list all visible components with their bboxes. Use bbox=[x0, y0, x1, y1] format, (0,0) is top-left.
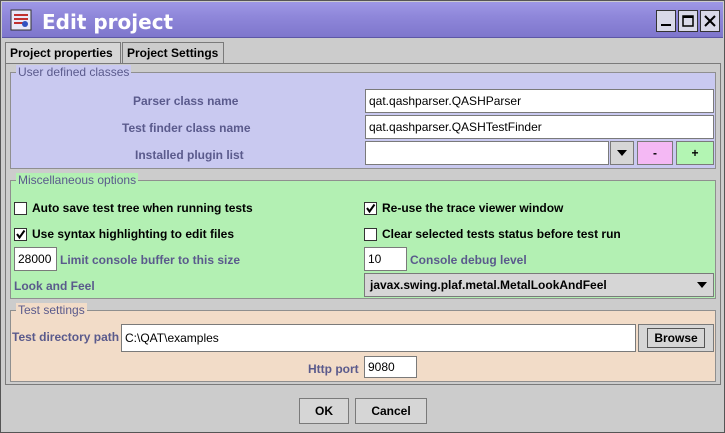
reuse-trace-checkbox[interactable]: Re-use the trace viewer window bbox=[364, 201, 563, 215]
auto-save-checkbox-box[interactable] bbox=[14, 201, 27, 215]
syntax-highlighting-checkbox-box[interactable] bbox=[14, 227, 27, 241]
console-buffer-input[interactable]: 28000 bbox=[14, 247, 57, 271]
parser-class-input[interactable]: qat.qashparser.QASHParser bbox=[365, 89, 714, 113]
look-and-feel-label: Look and Feel bbox=[14, 279, 95, 293]
console-buffer-label: Limit console buffer to this size bbox=[60, 253, 241, 267]
parser-class-label: Parser class name bbox=[133, 94, 239, 108]
maximize-button[interactable] bbox=[678, 10, 698, 32]
clear-status-checkbox-box[interactable] bbox=[364, 227, 377, 241]
title-bar[interactable]: Edit project bbox=[2, 2, 723, 38]
chevron-down-icon bbox=[697, 282, 707, 288]
ok-button[interactable]: OK bbox=[299, 398, 349, 424]
look-and-feel-combo[interactable]: javax.swing.plaf.metal.MetalLookAndFeel bbox=[364, 273, 714, 297]
maximize-icon bbox=[682, 15, 694, 27]
syntax-highlighting-checkbox[interactable]: Use syntax highlighting to edit files bbox=[14, 227, 234, 241]
test-settings-legend: Test settings bbox=[16, 303, 87, 317]
auto-save-label: Auto save test tree when running tests bbox=[32, 201, 253, 215]
minimize-button[interactable] bbox=[656, 10, 676, 32]
browse-button-label: Browse bbox=[647, 328, 705, 348]
user-defined-classes-group: User defined classes Parser class name q… bbox=[10, 65, 716, 169]
miscellaneous-options-legend: Miscellaneous options bbox=[16, 173, 139, 187]
miscellaneous-options-group: Miscellaneous options Auto save test tre… bbox=[10, 173, 716, 299]
http-port-label: Http port bbox=[308, 362, 359, 376]
plugin-list-dropdown[interactable] bbox=[610, 141, 634, 165]
test-directory-label: Test directory path bbox=[12, 330, 120, 344]
minimize-icon bbox=[661, 24, 671, 26]
tab-project-properties[interactable]: Project properties bbox=[5, 42, 121, 63]
project-settings-panel: User defined classes Parser class name q… bbox=[5, 63, 721, 385]
plugin-list-label: Installed plugin list bbox=[135, 148, 244, 162]
test-finder-class-label: Test finder class name bbox=[122, 121, 251, 135]
chevron-down-icon bbox=[617, 150, 627, 156]
look-and-feel-value: javax.swing.plaf.metal.MetalLookAndFeel bbox=[370, 278, 607, 292]
http-port-input[interactable]: 9080 bbox=[364, 356, 417, 378]
test-directory-input[interactable]: C:\QAT\examples bbox=[121, 324, 636, 352]
app-icon bbox=[10, 9, 32, 31]
close-icon bbox=[704, 15, 716, 27]
plugin-list-combo[interactable] bbox=[365, 141, 609, 165]
clear-status-checkbox[interactable]: Clear selected tests status before test … bbox=[364, 227, 621, 241]
user-defined-classes-legend: User defined classes bbox=[16, 65, 132, 79]
auto-save-checkbox[interactable]: Auto save test tree when running tests bbox=[14, 201, 253, 215]
reuse-trace-label: Re-use the trace viewer window bbox=[382, 201, 564, 215]
add-plugin-button[interactable]: + bbox=[676, 141, 714, 165]
reuse-trace-checkbox-box[interactable] bbox=[364, 201, 377, 215]
cancel-button[interactable]: Cancel bbox=[355, 398, 427, 424]
debug-level-input[interactable]: 10 bbox=[364, 247, 407, 271]
remove-plugin-button[interactable]: - bbox=[637, 141, 673, 165]
checkmark-icon bbox=[366, 203, 376, 213]
clear-status-label: Clear selected tests status before test … bbox=[382, 227, 621, 241]
checkmark-icon bbox=[16, 229, 26, 239]
debug-level-label: Console debug level bbox=[410, 253, 527, 267]
test-finder-class-input[interactable]: qat.qashparser.QASHTestFinder bbox=[365, 115, 714, 139]
close-button[interactable] bbox=[700, 10, 720, 32]
syntax-highlighting-label: Use syntax highlighting to edit files bbox=[32, 227, 235, 241]
tab-project-settings[interactable]: Project Settings bbox=[122, 42, 224, 64]
window-title: Edit project bbox=[42, 10, 174, 34]
browse-button[interactable]: Browse bbox=[638, 324, 714, 352]
test-settings-group: Test settings Test directory path C:\QAT… bbox=[10, 303, 716, 382]
